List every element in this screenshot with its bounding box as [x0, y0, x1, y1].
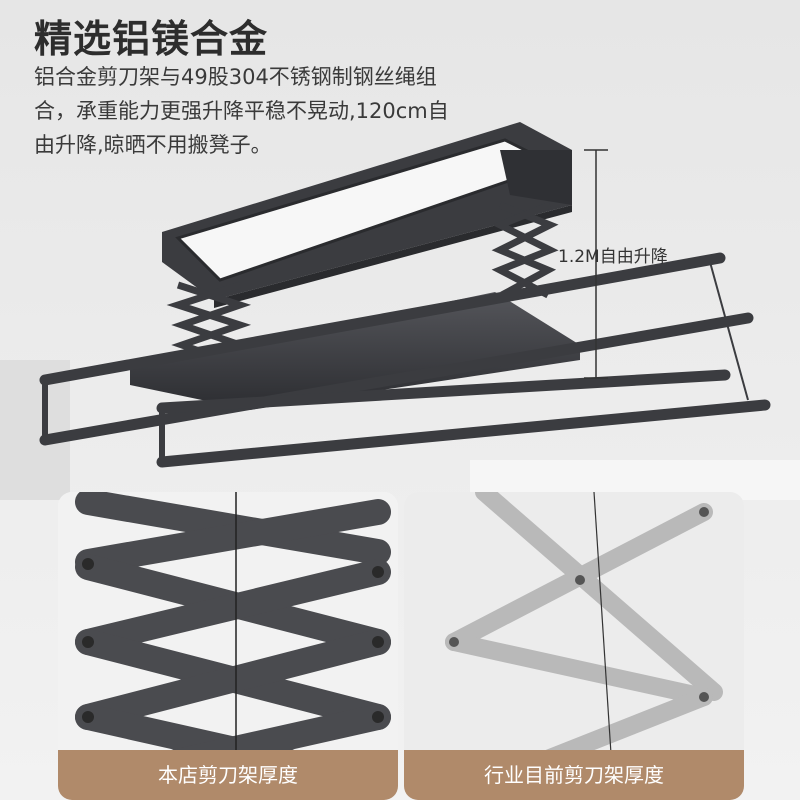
rack-top-unit [162, 122, 572, 308]
page-title: 精选铝镁合金 [34, 17, 269, 61]
description-line-1: 铝合金剪刀架与49股304不锈钢制钢丝绳组 [34, 65, 437, 89]
rack-poles [39, 252, 771, 468]
thin-scissor-photo [404, 492, 744, 800]
description-line-3: 由升降,晾晒不用搬凳子。 [34, 133, 272, 157]
description-line-2: 合，承重能力更强升降平稳不晃动,120cm自 [34, 99, 449, 123]
thick-scissor-photo [58, 492, 398, 800]
caption-industry-thickness: 行业目前剪刀架厚度 [404, 750, 744, 800]
wall-left [0, 360, 70, 500]
comparison-panel-store: 本店剪刀架厚度 [58, 492, 398, 800]
height-label: 1.2M自由升降 [558, 247, 668, 267]
height-indicator [584, 149, 608, 379]
caption-store-thickness: 本店剪刀架厚度 [58, 750, 398, 800]
description: 铝合金剪刀架与49股304不锈钢制钢丝绳组 合，承重能力更强升降平稳不晃动,12… [34, 60, 534, 162]
comparison-panel-industry: 行业目前剪刀架厚度 [404, 492, 744, 800]
